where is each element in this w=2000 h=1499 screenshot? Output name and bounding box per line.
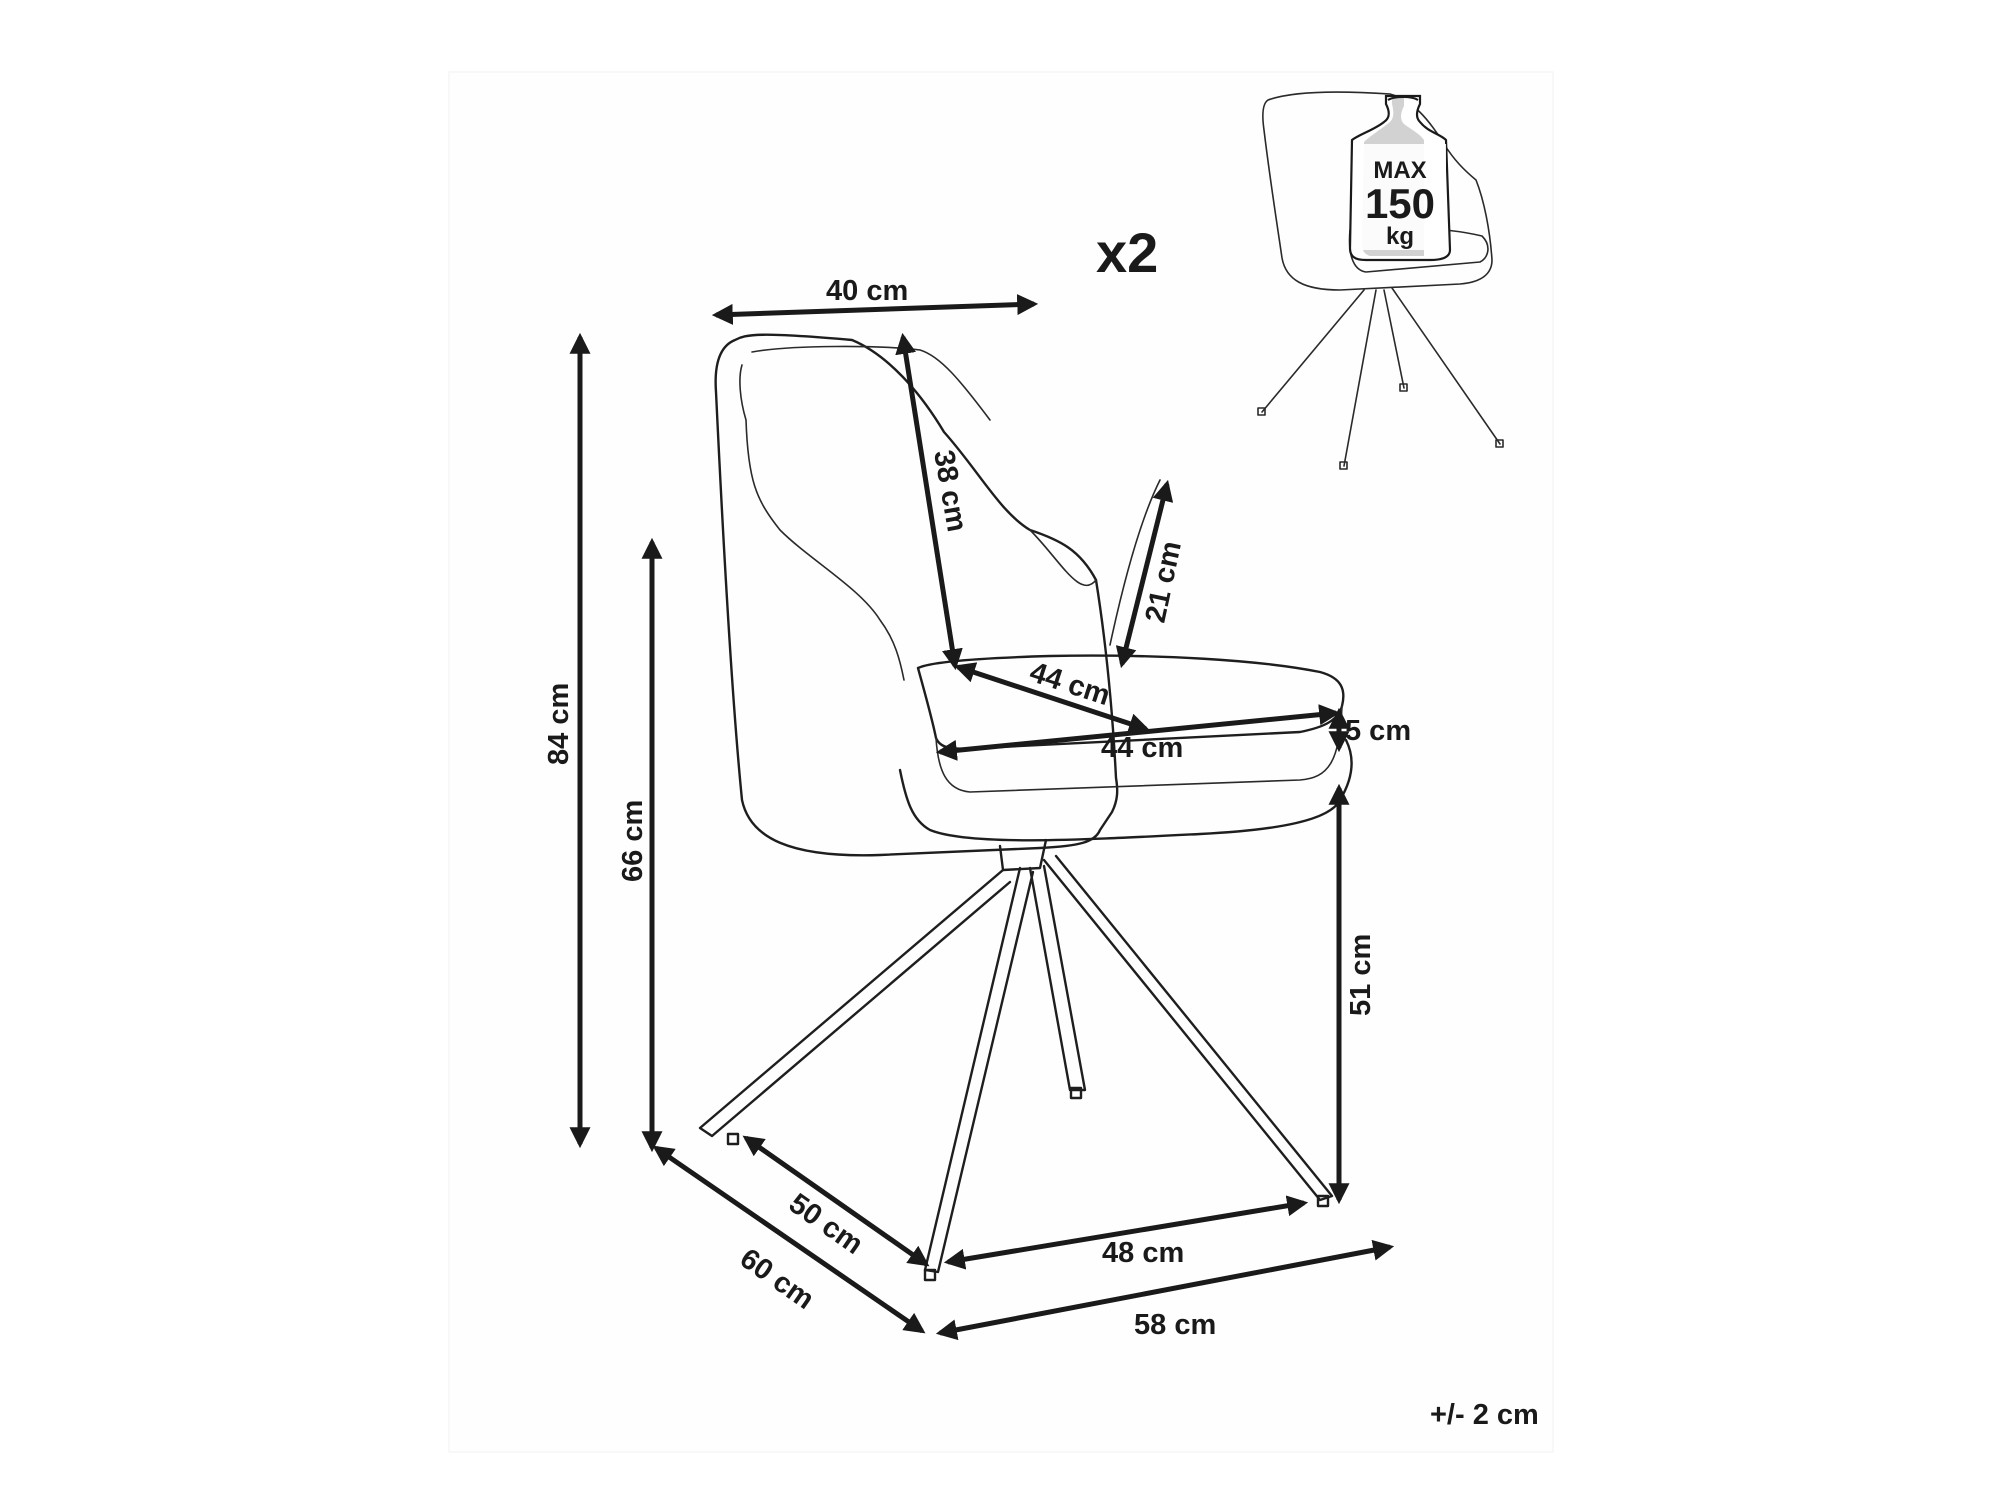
foot-1 [726, 1132, 740, 1146]
max-load-unit-text: kg [1386, 223, 1414, 250]
label-armrest-floor: 66 cm [617, 800, 649, 882]
foot-3 [1069, 1086, 1083, 1100]
back-leg [1028, 864, 1087, 1092]
dim-backrest-width [711, 294, 1039, 325]
label-total-width: 58 cm [1134, 1309, 1216, 1341]
dim-total-depth [652, 1145, 926, 1334]
max-load-thumbnail: MAX 150 kg [1257, 91, 1504, 470]
label-backrest-width: 40 cm [826, 275, 908, 307]
label-total-height: 84 cm [543, 683, 575, 765]
foot-4 [1316, 1194, 1330, 1208]
label-leg-width: 48 cm [1102, 1237, 1184, 1269]
quantity-label: x2 [1096, 221, 1158, 284]
right-leg [1042, 854, 1334, 1202]
label-seat-width: 44 cm [1101, 732, 1183, 764]
dim-seat-width [935, 704, 1341, 761]
label-seat-floor: 51 cm [1345, 934, 1377, 1016]
front-left-leg [698, 868, 1012, 1138]
weight-icon: MAX 150 kg [1348, 94, 1452, 262]
max-load-max-text: MAX [1373, 157, 1426, 184]
weight-icon-label-panel [1356, 144, 1446, 250]
dimension-lines [569, 294, 1395, 1341]
weight-icon-neck [1387, 96, 1419, 101]
dim-total-width [935, 1239, 1395, 1341]
max-load-value-text: 150 [1365, 180, 1435, 227]
thumb-foot-4 [1495, 439, 1504, 448]
thumb-foot-1 [1257, 407, 1266, 416]
armrest-outer [1029, 529, 1097, 587]
backrest-inner-rim [739, 364, 905, 681]
swivel-hub [998, 838, 1048, 872]
thumb-foot-2 [1339, 461, 1348, 470]
thumb-foot-3 [1399, 383, 1408, 392]
dim-backrest-height [895, 332, 963, 671]
tolerance-note: +/- 2 cm [1430, 1399, 1539, 1431]
dim-armrest-height [1115, 479, 1174, 669]
label-seat-thickness: 5 cm [1345, 715, 1411, 747]
thumb-chair-legs [1261, 287, 1501, 467]
